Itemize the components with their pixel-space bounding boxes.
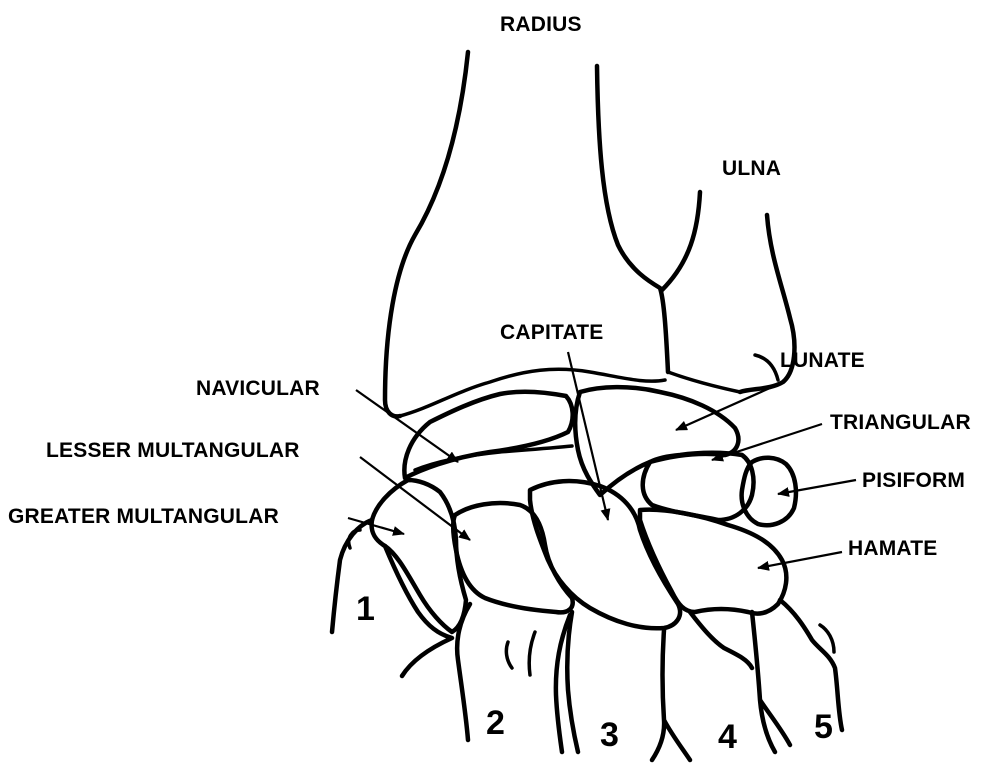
label-lesser-multangular: LESSER MULTANGULAR bbox=[46, 440, 300, 461]
metacarpal-number-3: 3 bbox=[600, 718, 619, 752]
metacarpal-1-medial bbox=[385, 546, 452, 676]
label-capitate: CAPITATE bbox=[500, 322, 603, 343]
radius-bone-medial bbox=[597, 66, 668, 372]
lunate-bone bbox=[575, 387, 738, 495]
label-ulna: ULNA bbox=[722, 158, 781, 179]
radius-bone bbox=[385, 52, 468, 416]
metacarpal-1-notch bbox=[349, 530, 360, 548]
metacarpal-2-inner bbox=[506, 632, 535, 675]
ulna-bone bbox=[662, 192, 700, 290]
label-navicular: NAVICULAR bbox=[196, 378, 320, 399]
metacarpal-4-medial bbox=[752, 612, 790, 752]
metacarpal-number-4: 4 bbox=[718, 720, 737, 754]
metacarpal-3-medial bbox=[652, 630, 690, 760]
hamate-pointer bbox=[758, 552, 842, 568]
label-radius: RADIUS bbox=[500, 14, 582, 35]
metacarpal-3 bbox=[567, 612, 578, 752]
metacarpal-4 bbox=[690, 612, 752, 668]
label-pisiform: PISIFORM bbox=[862, 470, 965, 491]
label-triangular: TRIANGULAR bbox=[830, 412, 971, 433]
label-lunate: LUNATE bbox=[780, 350, 865, 371]
pisiform-pointer bbox=[778, 480, 856, 494]
metacarpal-number-5: 5 bbox=[814, 710, 833, 744]
metacarpal-number-1: 1 bbox=[356, 592, 375, 626]
lunate-pointer bbox=[676, 388, 770, 430]
lesser-multangular-bone bbox=[453, 503, 573, 612]
metacarpal-2 bbox=[457, 604, 470, 740]
metacarpal-number-2: 2 bbox=[486, 706, 505, 740]
label-hamate: HAMATE bbox=[848, 538, 937, 559]
triangular-pointer bbox=[712, 424, 822, 460]
label-greater-multangular: GREATER MULTANGULAR bbox=[8, 506, 279, 527]
